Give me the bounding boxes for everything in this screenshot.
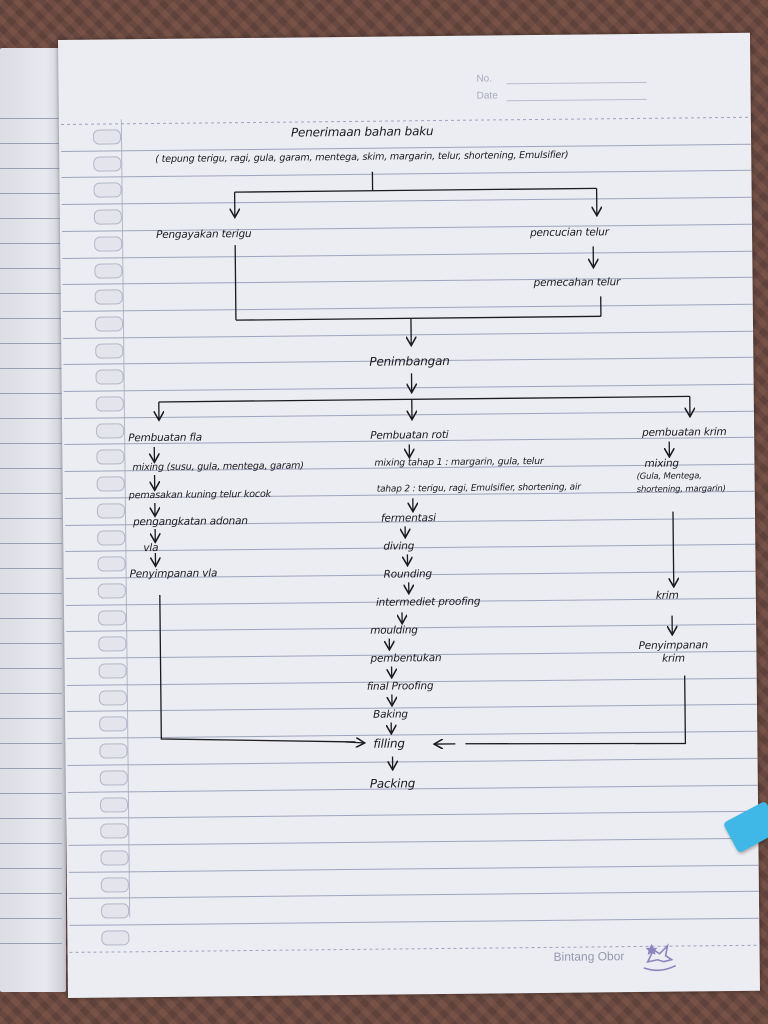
left-page-line xyxy=(0,543,62,544)
binding-hole xyxy=(101,903,130,919)
fla-step: Penyimpanan vla xyxy=(129,567,218,581)
cream-step: Penyimpanan krim xyxy=(638,639,709,665)
binding-hole xyxy=(92,129,122,145)
left-page-line xyxy=(0,493,62,494)
binding-hole xyxy=(97,609,127,626)
rocking-horse-logo-icon xyxy=(643,943,677,972)
binding-hole xyxy=(101,930,130,946)
left-page-line xyxy=(0,718,62,719)
cream-step: mixing xyxy=(644,457,679,470)
left-page-line xyxy=(0,618,62,619)
cream-step: krim xyxy=(655,589,679,602)
binding-hole xyxy=(97,529,126,546)
left-page-line xyxy=(0,893,62,894)
bread-step: tahap 2 : terigu, ragi, Emulsifier, shor… xyxy=(376,482,581,495)
fla-step: vla xyxy=(143,541,159,555)
binding-hole xyxy=(100,850,129,866)
left-page-line xyxy=(0,768,62,769)
pemecahan-telur-node: pemecahan telur xyxy=(533,276,621,290)
bread-step: Pembuatan roti xyxy=(370,428,449,442)
cream-step: (Gula, Mentega, shortening, margarin) xyxy=(636,471,726,495)
binding-hole xyxy=(99,796,129,813)
binding-hole xyxy=(96,423,125,439)
pengayakan-terigu-node: Pengayakan terigu xyxy=(155,227,252,241)
left-page-line xyxy=(0,843,62,844)
left-page-line xyxy=(0,318,62,319)
diagram-title: Penerimaan bahan baku xyxy=(290,124,434,140)
bread-step: pembentukan xyxy=(370,652,442,665)
binding-hole xyxy=(99,770,128,786)
left-page-line xyxy=(0,518,62,519)
left-page-line xyxy=(0,868,62,869)
bread-step: moulding xyxy=(370,624,418,637)
left-page-line xyxy=(0,693,62,694)
binding-hole xyxy=(97,556,126,572)
binding-hole xyxy=(93,209,122,225)
binding-hole xyxy=(98,690,127,706)
binding-hole xyxy=(100,823,129,839)
fla-step: mixing (susu, gula, mentega, garam) xyxy=(132,460,304,474)
binding-hole xyxy=(100,876,129,893)
binding-hole xyxy=(94,262,123,279)
fla-step: pengangkatan adonan xyxy=(132,515,248,529)
penimbangan-node: Penimbangan xyxy=(369,353,450,369)
left-page-line xyxy=(0,743,62,744)
bread-step: Rounding xyxy=(383,568,433,581)
left-page-line xyxy=(0,593,62,594)
left-page-line xyxy=(0,118,62,119)
binding-hole xyxy=(97,583,126,599)
binding-hole xyxy=(98,636,127,652)
left-page-line xyxy=(0,443,62,444)
notebook-page: No. Date xyxy=(58,32,760,998)
fla-step: Pembuatan fla xyxy=(128,431,203,445)
packing-node: Packing xyxy=(369,776,416,791)
pencucian-telur-node: pencucian telur xyxy=(529,226,609,240)
left-page-line xyxy=(0,168,62,169)
filling-node: filling xyxy=(373,736,405,751)
left-page-line xyxy=(0,268,62,269)
binding-hole xyxy=(93,182,122,199)
left-page-line xyxy=(0,643,62,644)
left-page-line xyxy=(0,918,62,919)
left-page-line xyxy=(0,143,62,144)
left-notebook-page xyxy=(0,48,66,992)
bread-step: final Proofing xyxy=(366,680,434,693)
binding-hole xyxy=(98,663,127,679)
left-page-line xyxy=(0,368,62,369)
left-page-line xyxy=(0,668,62,669)
left-page-line xyxy=(0,343,62,344)
left-page-line xyxy=(0,218,62,219)
binding-hole xyxy=(99,743,128,759)
binding-hole xyxy=(95,369,124,385)
left-page-line xyxy=(0,418,62,419)
bread-step: intermediet proofing xyxy=(375,595,481,609)
binding-hole xyxy=(96,476,125,492)
left-page-line xyxy=(0,293,62,294)
left-page-line xyxy=(0,818,62,819)
left-page-line xyxy=(0,943,62,944)
binding-hole xyxy=(94,289,123,305)
binding-hole xyxy=(94,316,124,332)
binding-hole xyxy=(93,156,122,172)
left-page-line xyxy=(0,468,62,469)
left-page-line xyxy=(0,568,62,569)
binding-hole xyxy=(99,716,128,732)
bread-step: diving xyxy=(383,540,415,553)
brand-name: Bintang Obor xyxy=(553,949,625,964)
left-page-line xyxy=(0,193,62,194)
bread-step: mixing tahap 1 : margarin, gula, telur xyxy=(374,455,544,469)
binding-hole xyxy=(95,342,124,359)
cream-step: pembuatan krim xyxy=(642,426,727,439)
bread-step: fermentasi xyxy=(380,512,436,525)
binding-hole xyxy=(95,396,124,412)
binding-hole xyxy=(96,449,125,466)
binding-hole xyxy=(96,503,126,519)
left-page-line xyxy=(0,243,62,244)
left-page-line xyxy=(0,793,62,794)
fla-step: pemasakan kuning telur kocok xyxy=(128,488,272,502)
bread-step: Baking xyxy=(373,708,408,721)
left-page-line xyxy=(0,393,62,394)
flow-arrows xyxy=(58,171,760,998)
binding-hole xyxy=(94,236,123,252)
